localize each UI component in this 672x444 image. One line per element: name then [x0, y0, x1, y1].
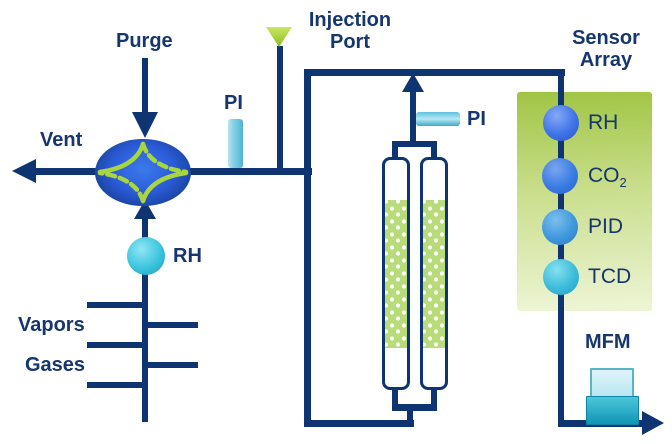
column-packing-right [423, 200, 445, 348]
injection-port-label: Injection Port [308, 9, 392, 53]
pid-sensor-label: PID [588, 215, 624, 238]
column-top-stub-left [392, 145, 398, 159]
column-feed-line [304, 420, 414, 427]
valve-inlet-line [142, 218, 148, 238]
pressure-indicator-valve-icon [228, 119, 243, 168]
sorbent-column-right [420, 157, 448, 390]
tcd-sensor-label: TCD [588, 265, 632, 288]
column-bottom-stub-left [392, 388, 398, 406]
co2-sensor-icon [542, 158, 578, 194]
column-outlet-arrow-icon [402, 73, 424, 92]
four-way-valve-icon [95, 139, 191, 206]
bypass-line [304, 69, 311, 427]
pi-column-label: PI [467, 108, 486, 130]
vapors-inlet-tick-1 [87, 302, 143, 308]
gases-inlet-tick-1 [87, 342, 143, 348]
vent-label: Vent [40, 129, 83, 151]
pressure-indicator-column-icon [416, 112, 460, 126]
outlet-arrow-icon [642, 411, 664, 435]
inlet-tick-3 [87, 382, 143, 388]
column-bottom-stub-right [431, 388, 437, 406]
column-bottom-bar [392, 404, 437, 411]
rh-sensor-label: RH [588, 111, 619, 134]
column-packing-left [385, 200, 407, 348]
gases-inlet-tick-2 [148, 362, 198, 368]
pid-sensor-icon [542, 209, 578, 245]
column-bottom-stub-center [407, 409, 413, 422]
column-top-stub-right [431, 145, 437, 159]
vapors-label: Vapors [18, 314, 85, 336]
sensor-array-label: Sensor Array [572, 27, 640, 71]
sorbent-column-left [382, 157, 410, 390]
column-top-bar [392, 141, 437, 147]
vapors-inlet-tick-2 [148, 322, 198, 328]
column-outlet-line [410, 90, 416, 143]
rh-humidifier-ball-icon [127, 237, 165, 275]
tcd-sensor-icon [543, 259, 579, 295]
co2-sensor-label: CO2 [588, 164, 627, 191]
manifold-line [142, 273, 148, 422]
rh-sensor-icon [543, 105, 579, 141]
pi-valve-label: PI [224, 92, 243, 114]
purge-line [142, 58, 148, 114]
injection-port-icon [266, 27, 292, 47]
sensor-line-inner [558, 92, 564, 311]
mfm-label: MFM [585, 331, 631, 353]
purge-label: Purge [116, 30, 173, 52]
rh-inline-label: RH [173, 245, 202, 267]
top-transfer-line [304, 69, 565, 76]
purge-arrow-icon [132, 112, 158, 138]
gases-label: Gases [25, 354, 86, 376]
sensor-array-box [517, 92, 652, 311]
injection-line [277, 46, 283, 171]
vent-arrow-icon [12, 159, 36, 183]
mfm-device-base-icon [586, 396, 639, 425]
